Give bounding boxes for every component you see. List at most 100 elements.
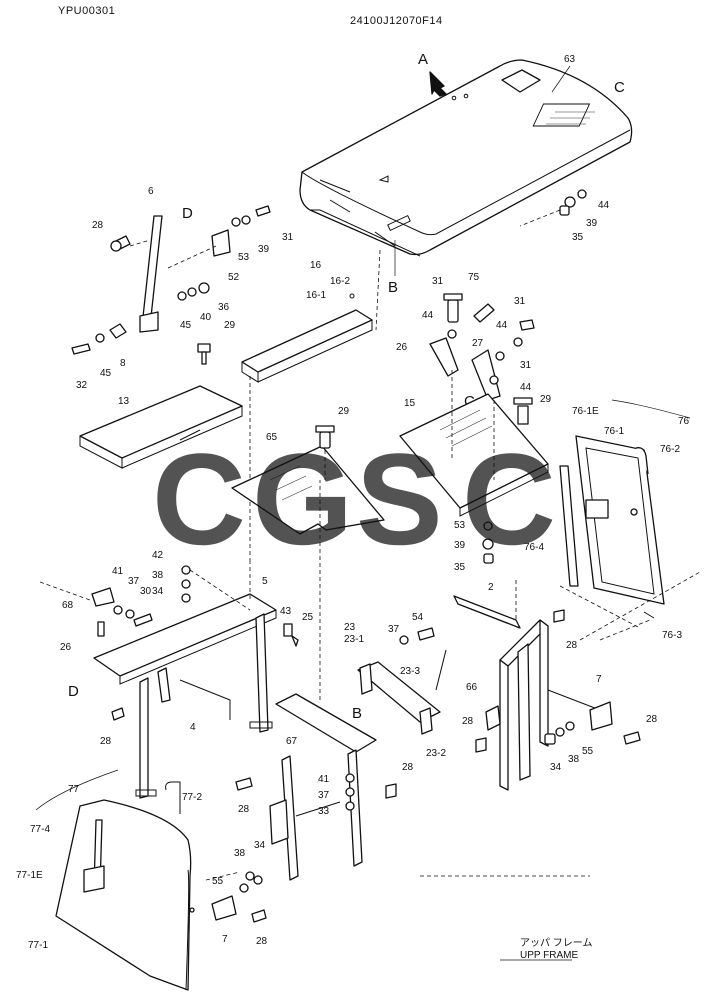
watermark-letter-3: S <box>356 426 443 572</box>
callout-37b: 37 <box>388 624 400 635</box>
callout-67: 67 <box>286 736 298 747</box>
watermark-letter-2: G <box>252 426 353 572</box>
view-ref-c-mid: C <box>464 393 475 410</box>
left-frame-5 <box>39 560 299 799</box>
doc-code: YPU00301 <box>58 5 115 17</box>
right-frame-66 <box>453 580 651 791</box>
callout-23-3: 23-3 <box>400 666 420 677</box>
side-door-76 <box>559 435 665 629</box>
callout-76-1e: 76-1E <box>572 406 599 417</box>
callout-38c: 38 <box>234 848 246 859</box>
hinge-brackets <box>429 293 535 425</box>
callout-34a: 34 <box>152 586 164 597</box>
callout-13: 13 <box>118 396 130 407</box>
callout-77-1e: 77-1E <box>16 870 43 881</box>
callout-76: 76 <box>678 416 690 427</box>
callout-28a: 28 <box>92 220 104 231</box>
callout-37a: 37 <box>128 576 140 587</box>
callout-39c: 39 <box>454 540 466 551</box>
callout-34b: 34 <box>550 762 562 773</box>
callout-44d: 44 <box>520 382 532 393</box>
latch-rod-assembly <box>71 205 271 365</box>
callout-28b: 28 <box>566 640 578 651</box>
callout-4: 4 <box>190 722 196 733</box>
callout-40: 40 <box>200 312 212 323</box>
callout-76-2: 76-2 <box>660 444 680 455</box>
callout-31b: 31 <box>432 276 444 287</box>
cgsc-watermark: C G S C <box>152 426 556 572</box>
view-ref-b-top: B <box>388 279 398 296</box>
plate-65 <box>231 425 385 535</box>
callout-31d: 31 <box>520 360 532 371</box>
callout-45b: 45 <box>100 368 112 379</box>
callout-27: 27 <box>472 338 484 349</box>
callout-29c: 29 <box>338 406 350 417</box>
callout-7b: 7 <box>222 934 228 945</box>
plate-13 <box>79 385 243 469</box>
callout-42: 42 <box>152 550 164 561</box>
view-ref-d-top: D <box>182 205 193 222</box>
callout-29b: 29 <box>540 394 552 405</box>
plate-15 <box>399 370 549 517</box>
callout-31a: 31 <box>282 232 294 243</box>
callout-44a: 44 <box>598 200 610 211</box>
watermark-letter-1: C <box>152 426 246 572</box>
center-frame-67 <box>235 480 397 881</box>
callout-33: 33 <box>318 806 330 817</box>
callout-30: 30 <box>140 586 152 597</box>
callout-39b: 39 <box>258 244 270 255</box>
callout-55b: 55 <box>212 876 224 887</box>
callout-63: 63 <box>564 54 576 65</box>
view-ref-c-top: C <box>614 79 625 96</box>
drawing-number: 24100J12070F14 <box>350 15 443 27</box>
view-ref-a: A <box>418 51 428 68</box>
hood-cover <box>299 59 633 257</box>
front-door-77 <box>55 781 267 991</box>
callout-23-2: 23-2 <box>426 748 446 759</box>
callout-28e: 28 <box>646 714 658 725</box>
plate15-fasteners <box>482 521 494 564</box>
callout-5: 5 <box>262 576 268 587</box>
callout-76-3: 76-3 <box>662 630 682 641</box>
callout-15: 15 <box>404 398 416 409</box>
callout-53a: 53 <box>238 252 250 263</box>
callout-16-2: 16-2 <box>330 276 350 287</box>
callout-28d: 28 <box>462 716 474 727</box>
callout-23-1: 23-1 <box>344 634 364 645</box>
callout-26: 26 <box>396 342 408 353</box>
callout-44b: 44 <box>422 310 434 321</box>
callout-77-4: 77-4 <box>30 824 50 835</box>
callout-41a: 41 <box>112 566 124 577</box>
callout-36: 36 <box>218 302 230 313</box>
legend-jp: アッパ フレーム <box>520 937 592 949</box>
view-ref-b-mid: B <box>352 705 362 722</box>
callout-16: 16 <box>310 260 322 271</box>
callout-45a: 45 <box>180 320 192 331</box>
callout-77-2: 77-2 <box>182 792 202 803</box>
callout-38b: 38 <box>568 754 580 765</box>
view-arrow-a <box>429 71 447 97</box>
callout-77: 77 <box>68 784 80 795</box>
callout-44c: 44 <box>496 320 508 331</box>
watermark-letter-4: C <box>462 426 556 572</box>
callout-75: 75 <box>468 272 480 283</box>
callout-2: 2 <box>488 582 494 593</box>
callout-28c: 28 <box>100 736 112 747</box>
callout-66: 66 <box>466 682 478 693</box>
callout-76-4: 76-4 <box>524 542 544 553</box>
callout-37c: 37 <box>318 790 330 801</box>
callout-39a: 39 <box>586 218 598 229</box>
callout-6: 6 <box>148 186 154 197</box>
callout-54: 54 <box>412 612 424 623</box>
callout-77-1: 77-1 <box>28 940 48 951</box>
callout-52: 52 <box>228 272 240 283</box>
callout-53b: 53 <box>454 520 466 531</box>
bracket-23 <box>357 627 447 735</box>
plate-16-1 <box>241 293 373 560</box>
callout-35a: 35 <box>572 232 584 243</box>
callout-29a: 29 <box>224 320 236 331</box>
callout-7a: 7 <box>596 674 602 685</box>
callout-76-1: 76-1 <box>604 426 624 437</box>
callout-8: 8 <box>120 358 126 369</box>
